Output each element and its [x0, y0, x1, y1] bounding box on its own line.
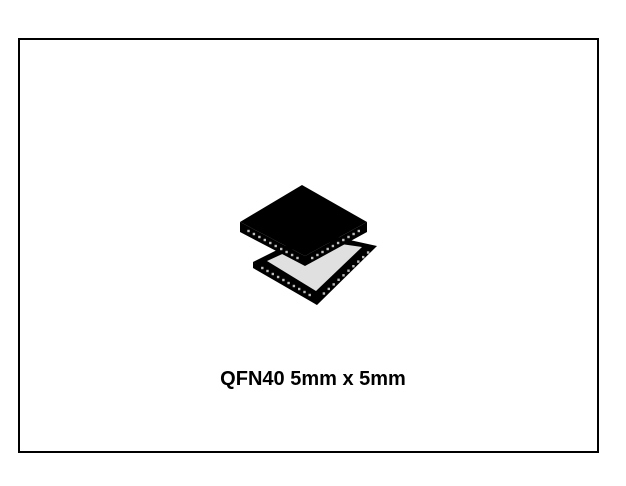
pin — [316, 253, 319, 257]
pin — [342, 274, 345, 277]
pin — [271, 272, 274, 276]
pin — [266, 269, 269, 273]
pin — [357, 229, 360, 233]
pin — [252, 232, 256, 236]
pin — [347, 235, 350, 239]
pin — [298, 287, 301, 291]
pin — [331, 244, 335, 248]
pin — [337, 278, 340, 281]
pin — [292, 284, 296, 288]
pin — [247, 229, 250, 233]
pin — [366, 251, 370, 254]
pin — [336, 241, 340, 245]
pin — [274, 244, 277, 248]
pin — [362, 255, 365, 259]
pin — [258, 235, 261, 239]
pin — [352, 265, 355, 268]
pin — [276, 275, 280, 279]
pin — [296, 256, 299, 260]
pin — [321, 250, 324, 254]
pin — [282, 278, 285, 282]
pin — [327, 287, 330, 291]
pin — [347, 269, 350, 272]
pin — [269, 241, 272, 245]
package-caption: QFN40 5mm x 5mm — [220, 368, 406, 390]
pin — [303, 290, 306, 294]
pin — [332, 283, 335, 286]
package-top-body — [240, 185, 367, 266]
pin — [285, 250, 288, 254]
pin — [311, 256, 314, 260]
pin — [357, 260, 360, 263]
pin — [308, 293, 311, 297]
pin — [352, 232, 355, 236]
pin — [261, 266, 264, 270]
pin — [342, 238, 345, 242]
pin — [322, 292, 326, 295]
pin — [326, 247, 329, 251]
pin — [290, 253, 294, 257]
pin — [263, 238, 266, 242]
figure-frame — [18, 38, 599, 453]
pin — [280, 247, 283, 251]
pin — [287, 281, 290, 285]
